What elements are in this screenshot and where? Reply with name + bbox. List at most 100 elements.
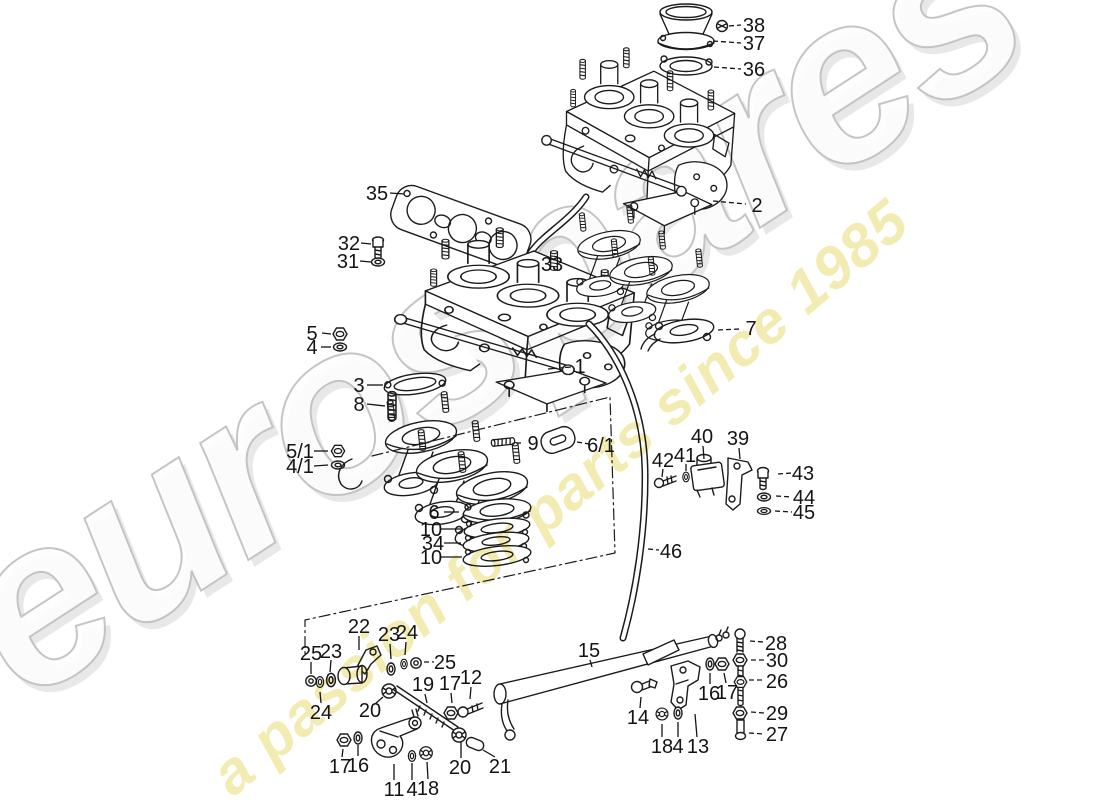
leader-line-15	[589, 659, 593, 668]
callout-6-1: 6/1	[587, 435, 615, 457]
grommet-6-1	[540, 425, 576, 455]
bolt-43	[756, 466, 770, 491]
callout-4: 4	[672, 736, 683, 758]
sleeve-21	[465, 736, 485, 752]
callout-12: 12	[460, 667, 482, 689]
callout-24: 24	[396, 622, 418, 644]
leader-line-24	[319, 691, 322, 704]
leader-line-28	[749, 640, 765, 643]
leader-line-39	[738, 447, 741, 460]
cross-shaft-15	[493, 626, 730, 741]
leader-line-27	[748, 732, 765, 735]
leader-line-19	[424, 693, 428, 704]
callout-4: 4	[406, 779, 417, 800]
callout-23: 23	[320, 641, 342, 663]
nut-18-right	[655, 707, 669, 721]
washer-45	[756, 506, 772, 516]
nut-38	[715, 19, 729, 33]
callout-4: 4	[306, 337, 317, 359]
leader-line-17	[341, 748, 344, 758]
callout-15: 15	[578, 640, 600, 662]
callout-43: 43	[792, 463, 814, 485]
leader-line-2	[712, 200, 747, 205]
screw-26	[733, 665, 748, 707]
callout-28: 28	[765, 633, 787, 655]
gasket-3	[383, 372, 447, 396]
bracket-39	[725, 457, 753, 511]
callout-4-1: 4/1	[286, 456, 314, 478]
bolt-28	[734, 628, 746, 653]
callout-44: 44	[793, 487, 815, 509]
callout-35: 35	[366, 183, 388, 205]
callout-27: 27	[766, 724, 788, 746]
section-outline	[304, 396, 616, 656]
callout-13: 13	[687, 736, 709, 758]
nut-17-right	[714, 657, 730, 671]
bell-crank-22	[337, 645, 382, 686]
leader-line-46	[647, 548, 660, 551]
intake-flange-group-lower	[337, 391, 531, 550]
nut-5	[332, 327, 348, 341]
washer-4-bottom-right	[673, 706, 683, 720]
leader-line-7	[717, 328, 741, 331]
leader-line-31	[359, 260, 372, 263]
intake-flange-group-upper	[575, 205, 715, 352]
callout-24: 24	[310, 702, 332, 724]
callout-10: 10	[420, 519, 442, 541]
callout-22: 22	[348, 616, 370, 638]
bracket-11	[370, 708, 422, 758]
leader-line-23	[329, 659, 332, 673]
callout-34: 34	[422, 533, 444, 555]
callout-38: 38	[743, 15, 765, 37]
washer-44	[756, 492, 772, 502]
bolt-32	[371, 236, 385, 260]
leader-line-21	[482, 749, 496, 758]
callout-21: 21	[489, 756, 511, 778]
gasket-10-lower	[462, 545, 532, 567]
leader-line-17	[723, 672, 727, 684]
leader-line-40	[702, 445, 705, 460]
leader-line-20	[374, 696, 384, 705]
line-art-layer	[304, 3, 772, 763]
leader-line-8	[366, 403, 386, 407]
callout-46: 46	[660, 541, 682, 563]
callout-19: 19	[412, 674, 434, 696]
leader-line-6-1	[576, 441, 590, 445]
callout-25: 25	[300, 643, 322, 665]
callout-40: 40	[691, 426, 713, 448]
ball-socket-20-lower	[451, 727, 467, 743]
leader-line-43	[777, 472, 793, 475]
callout-26: 26	[766, 671, 788, 693]
leader-line-18	[426, 761, 429, 780]
callout-6: 6	[428, 502, 439, 524]
leader-line-4-1	[313, 464, 329, 467]
callout-33: 33	[541, 254, 563, 276]
callout-14: 14	[627, 707, 649, 729]
hose-46	[585, 320, 649, 642]
callout-20: 20	[449, 757, 471, 779]
leader-line-35	[389, 192, 405, 195]
callout-10: 10	[420, 547, 442, 569]
leader-line-13	[694, 713, 698, 738]
leader-line-42	[661, 468, 664, 478]
nut-18-left	[419, 746, 433, 760]
gasket-36	[659, 55, 713, 76]
nut-5-1	[330, 444, 346, 458]
bolt-12	[457, 702, 484, 718]
callout-37: 37	[743, 33, 765, 55]
leader-line-32	[360, 242, 372, 245]
leader-line-37	[712, 40, 742, 44]
leader-line-45	[774, 510, 793, 513]
ball-pin-14	[630, 678, 658, 694]
callout-17: 17	[329, 756, 351, 778]
nut-30	[732, 653, 748, 667]
bolt-27	[734, 719, 747, 741]
leader-line-12	[469, 686, 472, 700]
nut-29	[732, 706, 748, 720]
callout-7: 7	[745, 318, 756, 340]
nut-17-center	[443, 706, 459, 720]
callout-17: 17	[716, 682, 738, 704]
callout-31: 31	[337, 251, 359, 273]
